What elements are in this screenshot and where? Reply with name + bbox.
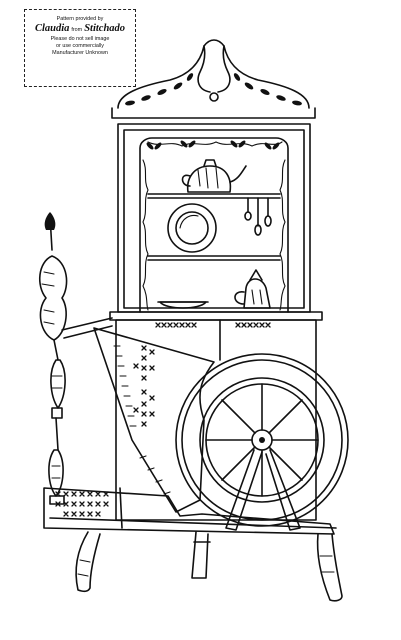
spinning-wheel — [175, 353, 349, 531]
linen-cloth — [93, 327, 215, 513]
wheel-spokes — [205, 383, 319, 497]
upper-leaf-ornaments — [146, 140, 280, 150]
plate — [167, 203, 217, 253]
cloth-cross-stitch — [133, 345, 155, 427]
credit-brand-right: Stitchado — [84, 23, 126, 34]
hutch-upper-cabinet — [117, 123, 311, 313]
credit-brand-left: Claudia — [34, 23, 70, 34]
cross-stitch-row-left — [155, 322, 197, 328]
kettle — [181, 159, 247, 193]
credit-line-sell: Please do not sell image — [50, 36, 110, 42]
hutch-lower-cabinet — [109, 311, 323, 521]
crown-leaf-ornaments — [125, 73, 302, 106]
credit-line-commercial: or use commercially — [56, 43, 104, 49]
credit-line-provided: Pattern provided by — [56, 16, 104, 22]
pitcher — [234, 269, 271, 309]
hanging-spoons — [244, 197, 272, 236]
credit-line-manufacturer: Manufacturer Unknown — [52, 50, 108, 56]
bench-cross-stitch — [55, 491, 109, 517]
cross-stitch-row-right — [235, 322, 271, 328]
distaff — [39, 212, 113, 505]
wheel-bench — [43, 487, 343, 602]
hutch-crown — [111, 39, 316, 119]
credit-brand-from: from — [71, 27, 83, 33]
bowl — [157, 301, 209, 309]
